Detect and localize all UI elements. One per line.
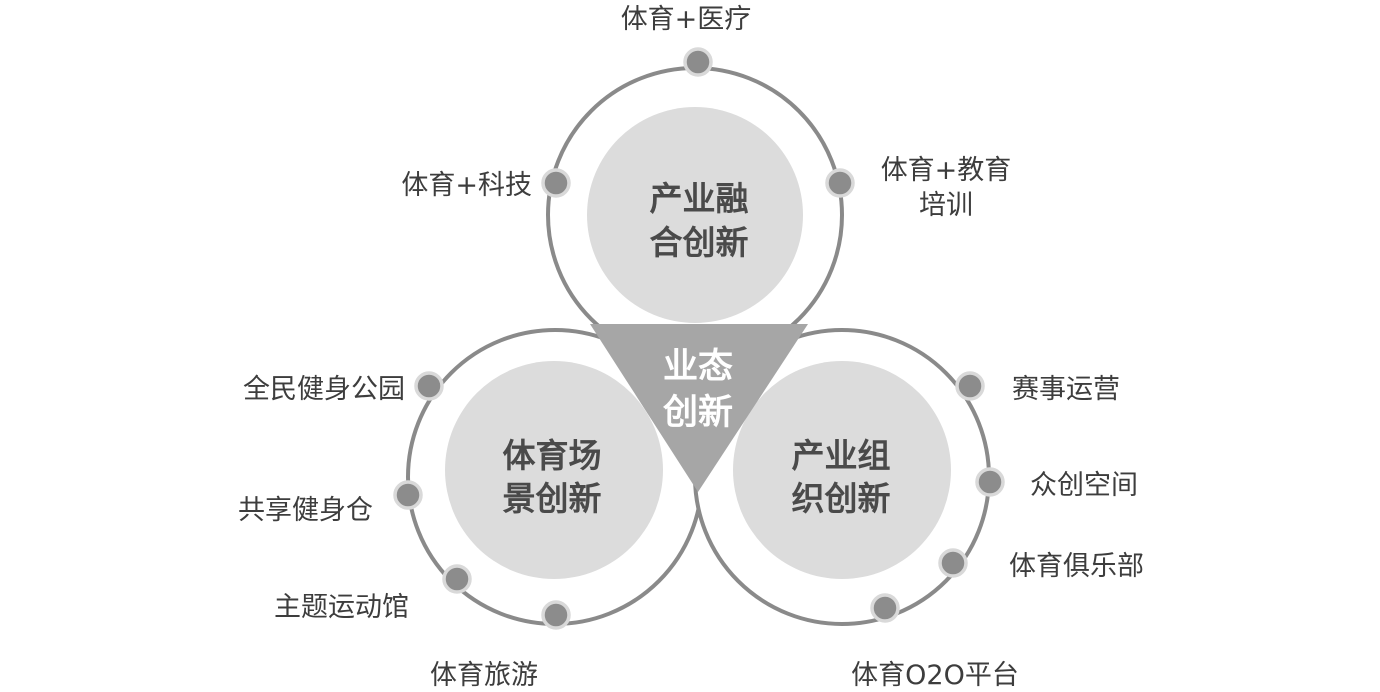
label-theme-venue: 主题运动馆 (274, 592, 409, 623)
label-tech: 体育+科技 (401, 170, 532, 201)
label-cospace: 众创空间 (1030, 470, 1138, 501)
center-triangle (590, 324, 808, 492)
node-dot-shared-gym (393, 480, 423, 510)
node-dot-events (955, 371, 985, 401)
label-shared-gym: 共享健身仓 (238, 495, 373, 526)
node-dot-cospace (975, 467, 1005, 497)
top-cluster-title-line1: 产业融 (650, 179, 749, 218)
left-cluster-core (445, 361, 663, 579)
node-dot-tourism (541, 600, 571, 630)
label-tourism: 体育旅游 (430, 660, 538, 691)
node-dot-education (825, 168, 855, 198)
label-education-line2: 培训 (919, 190, 973, 221)
node-dot-club (938, 548, 968, 578)
node-dot-tech (541, 168, 571, 198)
label-park: 全民健身公园 (243, 374, 405, 405)
top-cluster-title-line2: 合创新 (650, 223, 749, 262)
node-dot-o2o (870, 593, 900, 623)
node-dot-park (414, 371, 444, 401)
label-club: 体育俱乐部 (1009, 551, 1144, 582)
left-cluster-title-line1: 体育场 (503, 436, 602, 475)
right-cluster-title-line1: 产业组 (792, 436, 891, 475)
left-cluster-title-line2: 景创新 (503, 479, 602, 518)
center-title-line2: 创新 (662, 393, 733, 433)
node-dot-medical (683, 47, 713, 77)
node-dot-theme-venue (442, 564, 472, 594)
center-title-line1: 业态 (663, 347, 733, 387)
right-cluster-title-line2: 织创新 (792, 479, 891, 518)
label-medical: 体育+医疗 (621, 4, 752, 35)
label-events: 赛事运营 (1012, 374, 1120, 405)
top-cluster-core (587, 107, 803, 323)
right-cluster-core (733, 361, 951, 579)
label-o2o: 体育O2O平台 (851, 660, 1019, 691)
label-education-line1: 体育+教育 (881, 155, 1012, 186)
